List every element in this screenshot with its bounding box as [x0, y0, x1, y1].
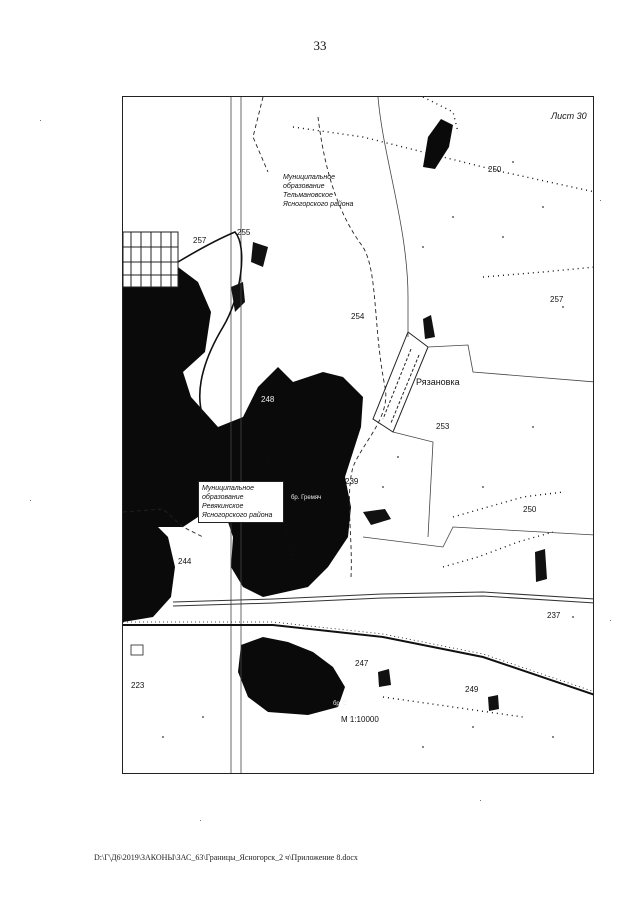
parcel-257-west: 257	[193, 236, 207, 245]
railway	[123, 624, 593, 696]
parcel-248: 248	[261, 395, 275, 404]
parcel-255: 255	[237, 228, 251, 237]
field-lines	[230, 97, 593, 773]
municipality-box-label: Муниципальное образование Ревякинское Яс…	[198, 481, 284, 523]
map-frame[interactable]: Лист 30 Муниципальное образование Тельма…	[122, 96, 594, 774]
forest-label-1: бр. Гремяч	[291, 495, 322, 501]
settlement-label: Рязановка	[416, 377, 460, 387]
forest-patch-7	[378, 669, 391, 687]
vegetation-dots	[162, 161, 574, 748]
forest-north-patch	[423, 119, 453, 169]
forest-patch-2	[231, 282, 245, 312]
parcel-257-east: 257	[550, 295, 564, 304]
forest-patch-4	[363, 509, 391, 525]
forest-patch-5	[535, 549, 547, 582]
dotted-boundaries	[267, 97, 593, 718]
forest-southwest	[123, 517, 175, 622]
map-graphic	[123, 97, 593, 773]
settlement-block	[123, 231, 179, 288]
parcel-237: 237	[547, 611, 561, 620]
dashed-boundaries	[123, 97, 387, 578]
parcel-249: 249	[465, 685, 479, 694]
forest-west	[123, 267, 233, 527]
municipality-top-label: Муниципальное образование Тельмановское …	[283, 174, 354, 208]
parcel-239: 239	[345, 477, 359, 486]
forest-patch-6	[423, 315, 435, 339]
forest-central	[215, 367, 363, 597]
forest-patch-3	[251, 242, 268, 267]
forest-south	[238, 637, 345, 715]
railway-ties	[123, 621, 593, 692]
forest-patch-8	[488, 695, 499, 711]
road	[172, 591, 593, 607]
scale-label: М 1:10000	[341, 715, 379, 724]
parcel-244: 244	[178, 557, 192, 566]
parcel-254: 254	[351, 312, 365, 321]
parcel-253: 253	[436, 422, 450, 431]
sheet-label: Лист 30	[551, 111, 587, 121]
forest-label-2: бр. С	[333, 701, 348, 707]
footer-file-path: D:\Г\Д6\2019\ЗАКОНЫ\ЗАС_63\Границы_Ясног…	[94, 853, 358, 862]
parcel-250-east: 250	[523, 505, 537, 514]
parcel-223: 223	[131, 681, 145, 690]
page-number: 33	[313, 38, 327, 53]
parcel-boundary	[177, 231, 243, 418]
small-structure	[130, 644, 144, 656]
parcel-250-north: 250	[488, 165, 502, 174]
parcel-247: 247	[355, 659, 369, 668]
